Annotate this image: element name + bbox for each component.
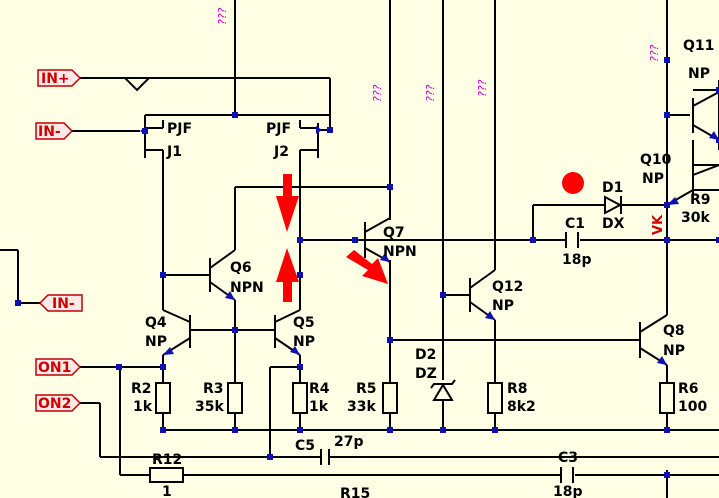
j1-ref-label: J1	[166, 144, 182, 160]
r3-ref-label: R3	[203, 381, 224, 397]
capacitor-c3[interactable]	[560, 467, 574, 483]
q11-ref-label: Q11	[683, 38, 714, 54]
unknown-mark: ???	[216, 7, 229, 25]
pin-label: ON2	[38, 396, 71, 412]
arrow-down-icon	[276, 174, 299, 232]
r12-value-label: 1	[162, 484, 172, 498]
r4-value-label: 1k	[309, 399, 329, 415]
q7-ref-label: Q7	[383, 225, 405, 241]
resistor-r3[interactable]	[227, 382, 243, 414]
resistor-r4[interactable]	[292, 382, 308, 414]
transistor-q8[interactable]	[639, 314, 668, 366]
unknown-mark: ???	[424, 84, 437, 102]
q10-type-label: NP	[642, 171, 664, 187]
resistor-r6[interactable]	[659, 382, 675, 414]
r3-value-label: 35k	[195, 399, 224, 415]
r9-value-label: 30k	[681, 210, 710, 226]
pin-in-minus[interactable]: IN-	[35, 122, 74, 140]
pin-label: IN+	[41, 71, 70, 87]
unknown-mark: ???	[371, 84, 384, 102]
c3-value-label: 18p	[553, 484, 583, 498]
q8-ref-label: Q8	[663, 323, 685, 339]
component-labels: PJF J1 PJF J2 Q6 NPN Q4 NP Q5 NP Q7 NPN …	[131, 38, 714, 498]
jfet-j2[interactable]	[299, 120, 322, 158]
r4-ref-label: R4	[309, 381, 330, 397]
pin-on1[interactable]: ON1	[35, 358, 82, 376]
r2-ref-label: R2	[131, 381, 152, 397]
q5-type-label: NP	[293, 334, 315, 350]
d2-ref-label: D2	[415, 347, 436, 363]
resistor-r8[interactable]	[487, 382, 503, 414]
r8-value-label: 8k2	[507, 399, 536, 415]
pin-label: ON1	[38, 360, 71, 376]
resistor-r2[interactable]	[155, 382, 171, 414]
c5-ref-label: C5	[295, 438, 315, 454]
q11-type-label: NP	[688, 66, 710, 82]
transistor-q4[interactable]	[162, 309, 191, 356]
q8-type-label: NP	[663, 343, 685, 359]
transistor-q7[interactable]	[364, 217, 391, 263]
j1-type-label: PJF	[167, 121, 192, 137]
j2-ref-label: J2	[273, 144, 289, 160]
r6-ref-label: R6	[678, 381, 699, 397]
r8-ref-label: R8	[507, 381, 528, 397]
red-dot-marker	[562, 172, 584, 194]
pin-label: IN-	[38, 124, 61, 140]
r2-value-label: 1k	[133, 399, 153, 415]
capacitor-c5[interactable]	[320, 449, 330, 465]
arrow-diagonal-icon	[346, 250, 388, 284]
pin-on2[interactable]: ON2	[35, 394, 82, 412]
transistor-q5[interactable]	[274, 309, 301, 356]
pin-label: IN-	[52, 296, 75, 312]
q4-type-label: NP	[145, 334, 167, 350]
pin-in-plus[interactable]: IN+	[37, 69, 82, 87]
d2-type-label: DZ	[415, 366, 437, 382]
transistor-q12[interactable]	[469, 269, 496, 321]
unknown-mark: ???	[648, 44, 661, 62]
q6-ref-label: Q6	[230, 260, 252, 276]
j2-type-label: PJF	[266, 121, 291, 137]
r6-value-label: 100	[678, 399, 707, 415]
junctions	[15, 57, 719, 478]
unknown-mark: ???	[476, 79, 489, 97]
q12-type-label: NP	[492, 298, 514, 314]
resistor-r12[interactable]	[149, 467, 184, 483]
transistor-q10[interactable]	[666, 164, 719, 206]
transistor-q6[interactable]	[209, 249, 236, 301]
transistor-q11[interactable]	[692, 91, 719, 141]
pin-in-minus-2[interactable]: IN-	[38, 294, 83, 312]
unknown-markers: ??? ??? ??? ??? ???	[216, 7, 661, 102]
q10-ref-label: Q10	[640, 152, 672, 168]
resistors	[149, 382, 675, 483]
r9-ref-label: R9	[690, 192, 711, 208]
zener-d2[interactable]	[430, 379, 456, 401]
annotations	[276, 172, 584, 302]
c5-value-label: 27p	[334, 434, 364, 450]
q7-type-label: NPN	[383, 244, 417, 260]
capacitor-c1[interactable]	[565, 232, 579, 248]
r12-ref-label: R12	[152, 452, 182, 468]
r5-ref-label: R5	[356, 381, 377, 397]
c1-value-label: 18p	[562, 252, 592, 268]
diode-d1[interactable]	[604, 195, 623, 215]
r15-ref-label: R15	[340, 486, 370, 498]
arrow-up-icon	[276, 248, 299, 302]
q4-ref-label: Q4	[145, 315, 167, 331]
q12-ref-label: Q12	[492, 279, 523, 295]
q5-ref-label: Q5	[293, 315, 315, 331]
r5-value-label: 33k	[347, 399, 376, 415]
jfet-j1[interactable]	[140, 120, 164, 158]
d1-ref-label: D1	[602, 180, 623, 196]
c3-ref-label: C3	[558, 450, 578, 466]
net-label-vk: VK	[651, 214, 666, 235]
c1-ref-label: C1	[565, 216, 585, 232]
d1-type-label: DX	[602, 216, 625, 232]
q6-type-label: NPN	[230, 280, 264, 296]
resistor-r5[interactable]	[382, 382, 398, 414]
